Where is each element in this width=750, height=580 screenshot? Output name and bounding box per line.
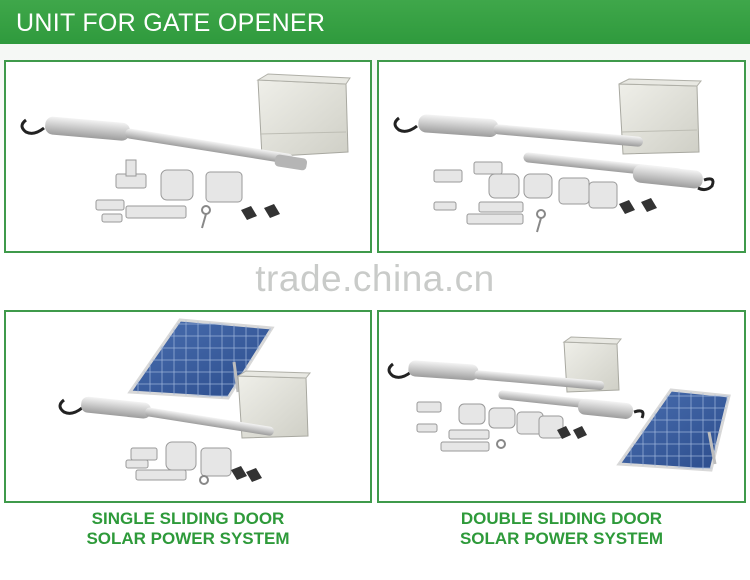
actuator-arm: [393, 114, 644, 147]
actuator-arm: [58, 396, 274, 436]
remote-control-icon: [199, 466, 262, 485]
remote-control-icon: [201, 204, 280, 229]
header-bar: UNIT FOR GATE OPENER: [0, 0, 750, 44]
solar-panel: [127, 318, 275, 400]
product-image-double-opener: [377, 60, 746, 253]
caption-line-1: DOUBLE SLIDING DOOR: [460, 509, 663, 528]
remote-control-icon: [536, 198, 657, 233]
product-image-single-solar: [4, 310, 372, 503]
mounting-brackets: [433, 161, 618, 225]
watermark-text: trade.china.cn: [255, 258, 495, 299]
caption-single-sliding-door: SINGLE SLIDING DOOR SOLAR POWER SYSTEM: [4, 509, 372, 549]
caption-line-1: SINGLE SLIDING DOOR: [91, 509, 285, 528]
control-box: [236, 370, 312, 439]
remote-control-icon: [496, 426, 587, 449]
product-image-double-solar: [377, 310, 746, 503]
product-image-single-opener: [4, 60, 372, 253]
actuator-arm: [387, 360, 605, 390]
mounting-brackets: [95, 159, 243, 223]
caption-line-2: SOLAR POWER SYSTEM: [459, 529, 664, 548]
caption-line-2: SOLAR POWER SYSTEM: [86, 529, 290, 548]
control-box: [256, 73, 351, 158]
caption-double-sliding-door: DOUBLE SLIDING DOOR SOLAR POWER SYSTEM: [377, 509, 746, 549]
page-title: UNIT FOR GATE OPENER: [16, 9, 326, 37]
control-box: [618, 78, 703, 155]
mounting-brackets: [416, 401, 564, 452]
actuator-arm-second: [498, 390, 645, 419]
actuator-arm-second: [523, 152, 715, 192]
solar-panel: [616, 388, 731, 472]
actuator-arm: [20, 116, 308, 171]
mounting-brackets: [125, 441, 232, 481]
